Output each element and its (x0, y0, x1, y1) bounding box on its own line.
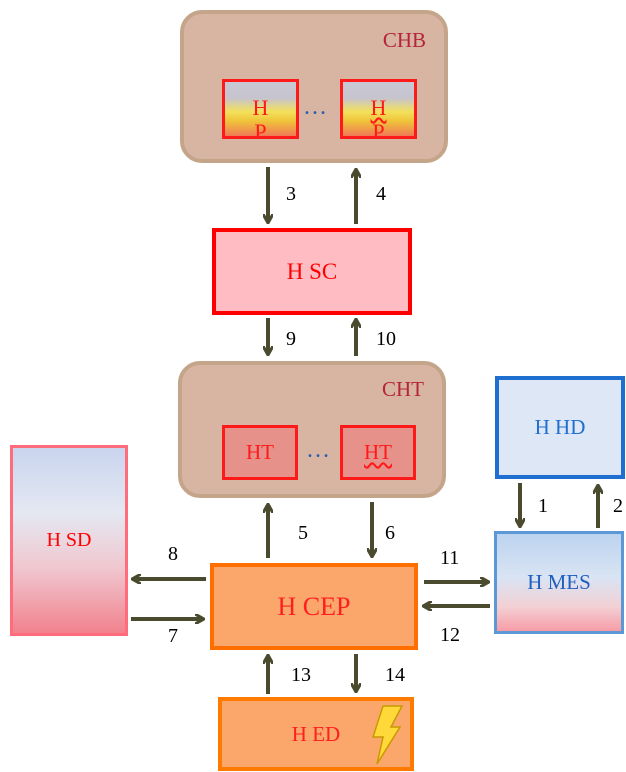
hsc-box: H SC (212, 228, 412, 315)
hed-label: H ED (291, 721, 341, 746)
chb-unit-1: H P (222, 79, 299, 139)
arrow-label-2: 2 (613, 495, 623, 517)
hsd-box: H SD (10, 445, 128, 636)
arrow-label-4: 4 (376, 183, 386, 205)
arrow-label-12: 12 (440, 624, 460, 646)
cht-unit-1: HT (222, 425, 298, 480)
hhd-box: H HD (495, 376, 625, 479)
arrow-label-3: 3 (286, 183, 296, 205)
arrow-label-8: 8 (168, 543, 178, 565)
hcep-box: H CEP (210, 563, 418, 650)
hsd-label: H SD (46, 529, 92, 551)
arrow-label-10: 10 (376, 328, 396, 350)
cht-unit-1-label: HT (246, 440, 274, 464)
arrow-label-1: 1 (538, 495, 548, 517)
chb-unit-1-label: H P (252, 95, 269, 139)
arrow-label-14: 14 (385, 664, 405, 686)
cht-ellipsis: … (306, 437, 331, 463)
hcep-label: H CEP (277, 591, 351, 621)
hhd-label: H HD (534, 415, 586, 439)
hsc-label: H SC (286, 258, 338, 284)
cht-title: CHT (382, 377, 424, 401)
chb-title: CHB (382, 28, 426, 52)
arrow-label-6: 6 (385, 522, 395, 544)
cht-group: CHT HT … HT (178, 361, 446, 498)
lightning-bolt-icon (371, 705, 403, 765)
chb-ellipsis: … (303, 94, 328, 120)
hmes-box: H MES (494, 531, 624, 634)
arrow-label-9: 9 (286, 328, 296, 350)
hmes-label: H MES (527, 570, 591, 594)
arrow-label-11: 11 (440, 547, 460, 569)
chb-unit-2-label: H P (370, 95, 387, 139)
chb-unit-2: H P (340, 79, 417, 139)
arrow-label-7: 7 (168, 625, 178, 647)
hed-box: H ED (218, 697, 414, 771)
arrow-label-13: 13 (291, 664, 311, 686)
cht-unit-2: HT (340, 425, 416, 480)
arrow-label-5: 5 (298, 522, 308, 544)
chb-group: CHB H P … H P (180, 10, 448, 163)
cht-unit-2-label: HT (364, 440, 392, 464)
